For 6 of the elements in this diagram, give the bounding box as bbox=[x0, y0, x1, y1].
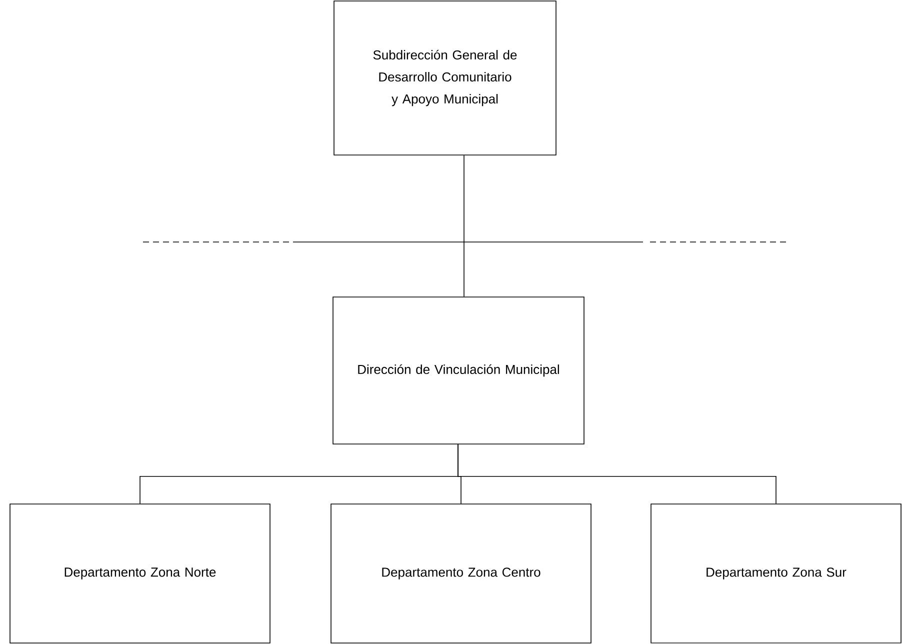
org-box: Subdirección General de Desarrollo Comunitario y Apoyo Municipal bbox=[334, 0, 556, 156]
org-box: Departamento Zona Sur bbox=[650, 504, 902, 644]
org-box: Departamento Zona Norte bbox=[10, 504, 270, 644]
connector-line bbox=[458, 444, 776, 504]
org-box: Dirección de Vinculación Municipal bbox=[332, 296, 584, 444]
org-box: Departamento Zona Centro bbox=[330, 504, 592, 644]
